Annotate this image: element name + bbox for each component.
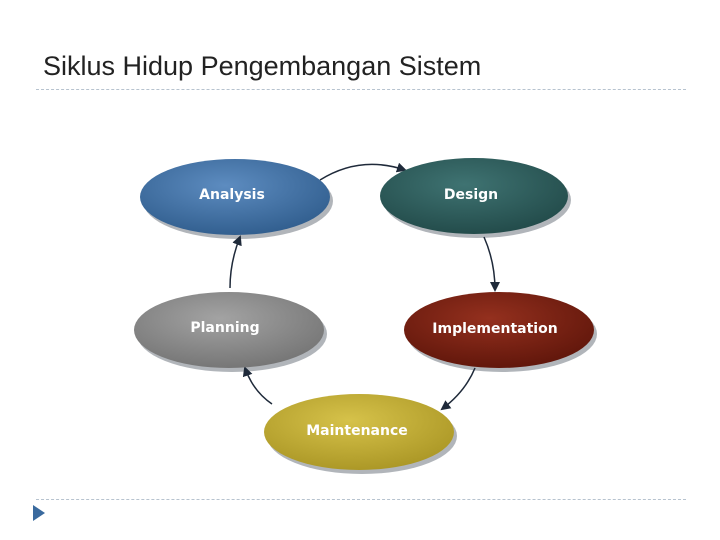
arrow-design-to-implementation [483,236,500,292]
arrow-implementation-to-maintenance [440,367,476,411]
arrow-maintenance-to-planning [242,366,273,405]
title-divider [36,89,686,90]
node-implementation: Implementation [404,292,597,372]
node-design-label: Design [444,187,498,203]
footer-divider [36,499,686,500]
node-design: Design [380,158,571,238]
node-planning-label: Planning [190,320,259,336]
node-implementation-label: Implementation [432,321,557,337]
node-analysis-label: Analysis [199,187,265,203]
slide-title: Siklus Hidup Pengembangan Sistem [43,51,482,81]
node-planning: Planning [134,292,327,372]
arrow-planning-to-analysis [229,235,242,289]
arrow-analysis-to-design [319,162,407,181]
node-analysis: Analysis [140,159,333,239]
node-maintenance-label: Maintenance [306,423,408,439]
slide-bullet-triangle-icon [33,505,45,521]
node-maintenance: Maintenance [264,394,457,474]
